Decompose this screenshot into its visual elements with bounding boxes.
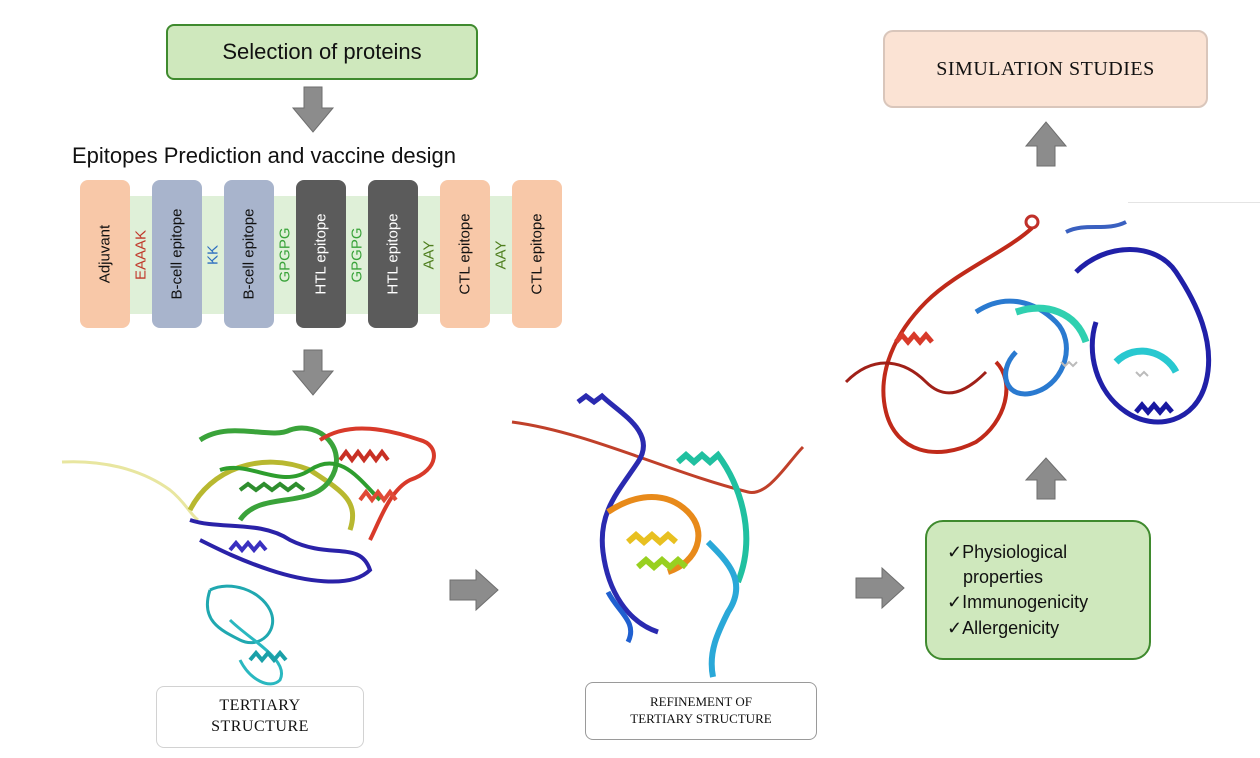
arrow-right-1 xyxy=(449,568,499,612)
properties-box: ✓Physiological properties ✓Immunogenicit… xyxy=(925,520,1151,660)
construct-block-10: CTL epitope xyxy=(440,180,490,328)
construct-linker-11: AAY xyxy=(490,196,512,314)
property-immunogenicity: ✓Immunogenicity xyxy=(947,592,1089,613)
simulation-studies-box: SIMULATION STUDIES xyxy=(883,30,1208,108)
construct-block-8: HTL epitope xyxy=(368,180,418,328)
construct-block-2: B-cell epitope xyxy=(152,180,202,328)
tertiary-line1: TERTIARY xyxy=(219,697,301,715)
selection-of-proteins-box: Selection of proteins xyxy=(166,24,478,80)
construct-block-0: Adjuvant xyxy=(80,180,130,328)
arrow-right-2 xyxy=(855,566,905,610)
construct-linker-5: GPGPG xyxy=(274,196,296,314)
arrow-down-2 xyxy=(291,349,335,396)
refinement-label: REFINEMENT OF TERTIARY STRUCTURE xyxy=(585,682,817,740)
refinement-line2: TERTIARY STRUCTURE xyxy=(630,711,772,726)
refinement-line1: REFINEMENT OF xyxy=(650,694,752,710)
property-physiological-cont: properties xyxy=(963,567,1044,588)
tertiary-structure-label: TERTIARY STRUCTURE xyxy=(156,686,364,748)
construct-linker-3: KK xyxy=(202,196,224,314)
docked-complex-image xyxy=(844,214,1212,454)
refined-structure-image xyxy=(511,392,805,678)
construct-block-4: B-cell epitope xyxy=(224,180,274,328)
arrow-down-1 xyxy=(291,86,335,133)
construct-linker-1: EAAAK xyxy=(130,196,152,314)
construct-linker-9: AAY xyxy=(418,196,440,314)
construct-linker-7: GPGPG xyxy=(346,196,368,314)
construct-block-12: CTL epitope xyxy=(512,180,562,328)
epitopes-heading: Epitopes Prediction and vaccine design xyxy=(72,143,457,168)
tertiary-line2: STRUCTURE xyxy=(211,718,309,735)
selection-label: Selection of proteins xyxy=(222,39,422,64)
arrow-up-2 xyxy=(1024,121,1068,167)
simulation-label: SIMULATION STUDIES xyxy=(936,57,1155,80)
property-physiological: ✓Physiological xyxy=(947,542,1068,562)
arrow-up-1 xyxy=(1024,457,1068,500)
divider-line xyxy=(1128,202,1260,203)
property-allergenicity: ✓Allergenicity xyxy=(947,617,1060,638)
tertiary-structure-image xyxy=(61,425,436,686)
construct-block-6: HTL epitope xyxy=(296,180,346,328)
